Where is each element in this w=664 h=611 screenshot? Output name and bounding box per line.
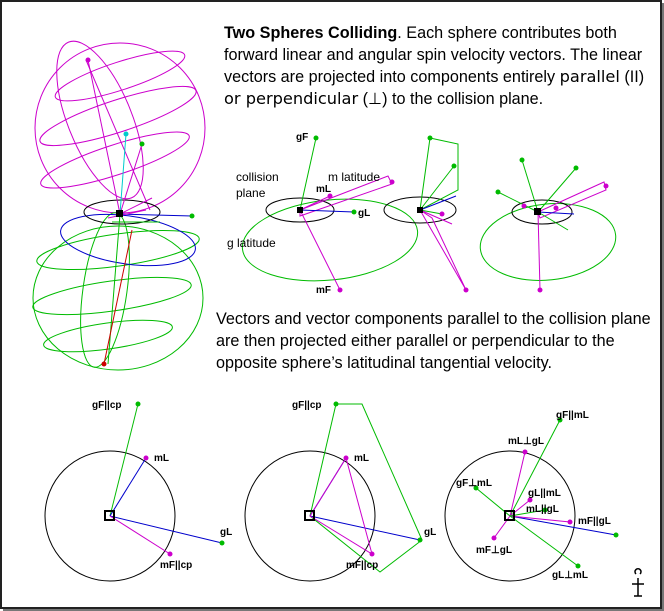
right-mL-par-gL-label: mL||gL [526,504,559,515]
middle-mF-cp-label: mF||cp [346,560,378,571]
middle-gF-cp-label: gF||cp [292,400,321,411]
mF-label: mF [316,285,331,296]
green-sphere [32,212,204,371]
left-gF-cp-label: gF||cp [92,400,121,411]
intro-title: Two Spheres Colliding [224,24,398,42]
right-mF-perp-gL-label: mF⊥gL [476,545,512,556]
intro-paragraph: Two Spheres Colliding. Each sphere contr… [224,22,654,110]
perpendicular-word: perpendicular [240,89,359,108]
right-gL-perp-mL-label: gL⊥mL [552,570,588,581]
parallel-symbol: (II) [619,68,645,86]
top-diagram-2 [383,135,469,293]
collision-plane-label-line1: collision [236,170,279,184]
g-latitude-label: g latitude [227,236,276,250]
collision-plane-label-line2: plane [236,186,266,200]
magenta-sphere [34,40,206,214]
m-latitude-label: m latitude [328,170,380,184]
left-mL-label: mL [154,453,169,464]
middle-gL-label: gL [424,527,436,538]
bottom-diagram-right [444,417,619,582]
right-mF-par-gL-label: mF||gL [578,516,611,527]
perpendicular-symbol: (⊥) [358,90,388,108]
bottom-diagram-middle [244,401,423,582]
signature-mark-icon [632,568,644,597]
big-collision-plane [83,57,195,367]
top-diagram-3 [479,157,617,293]
intro-text-b: to the collision plane. [387,90,544,108]
bottom-diagram-left [44,401,225,582]
top-diagram-1 [241,135,419,293]
or-word: or [224,89,241,108]
gL-label: gL [358,208,370,219]
mL-label: mL [316,184,331,195]
left-mF-cp-label: mF||cp [160,560,192,571]
intro-text-a: . Each sphere contributes both forward l… [224,24,643,86]
middle-mL-label: mL [354,453,369,464]
left-gL-label: gL [220,527,232,538]
middle-paragraph: Vectors and vector components parallel t… [216,310,651,372]
right-gF-par-mL-label: gF||mL [556,410,589,421]
right-mL-perp-gL-label: mL⊥gL [508,436,544,447]
right-gL-par-mL-label: gL||mL [528,488,561,499]
right-gF-perp-mL-label: gF⊥mL [456,478,492,489]
gF-label: gF [296,132,308,143]
parallel-word: parallel [559,67,620,86]
